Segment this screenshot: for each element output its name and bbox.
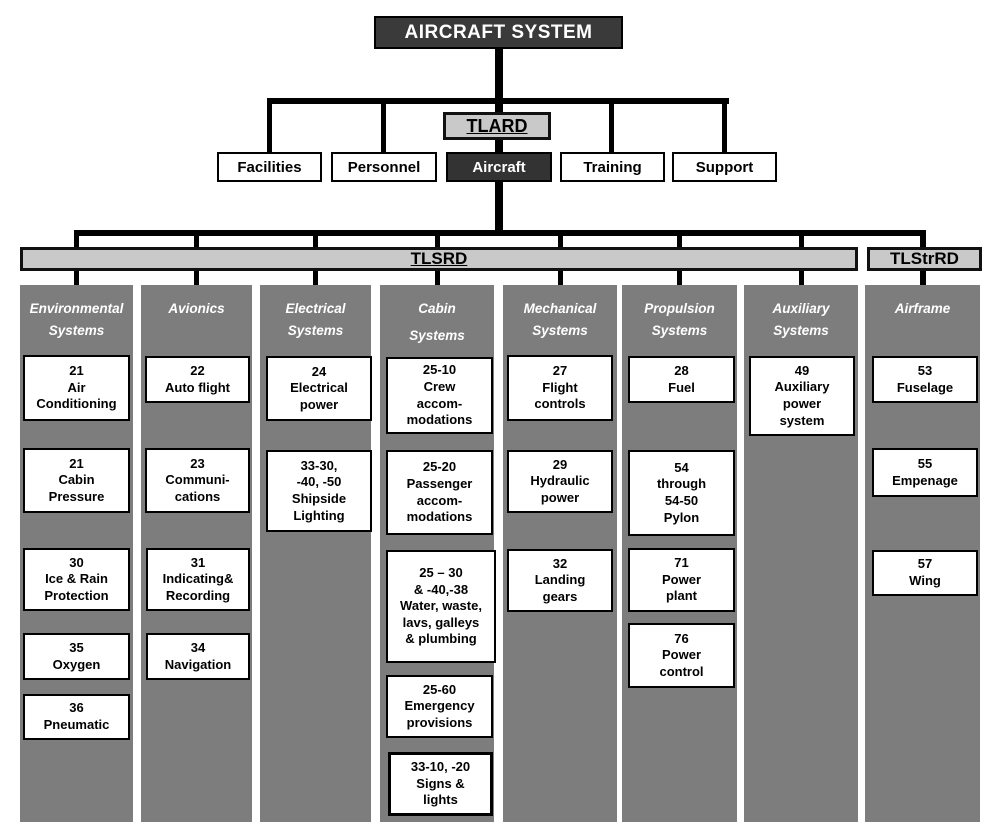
system-node-76-power-control: 76 Power control — [628, 623, 735, 688]
connector-line — [74, 236, 79, 247]
root-node-aircraft-system: AIRCRAFT SYSTEM — [374, 16, 623, 49]
system-node-53-fuselage: 53 Fuselage — [872, 356, 978, 403]
connector-line — [799, 236, 804, 247]
column-header: Auxiliary Systems — [772, 301, 830, 338]
connector-line — [313, 271, 318, 285]
column-header: Airframe — [894, 301, 951, 316]
connector-line — [558, 271, 563, 285]
connector-line — [558, 236, 563, 247]
system-node-49-auxiliary-power-system: 49 Auxiliary power system — [749, 356, 855, 436]
tlard-node: TLARD — [443, 112, 551, 140]
connector-line — [74, 230, 926, 236]
system-node-33-shipside-lighting: 33-30, -40, -50 Shipside Lighting — [266, 450, 372, 532]
column-header: Propulsion Systems — [644, 301, 715, 338]
connector-line — [722, 104, 727, 152]
connector-line — [267, 104, 272, 152]
column-header: Avionics — [168, 301, 225, 316]
connector-line — [495, 140, 503, 152]
connector-line — [435, 236, 440, 247]
system-node-29-hydraulic-power: 29 Hydraulic power — [507, 450, 613, 513]
system-node-57-wing: 57 Wing — [872, 550, 978, 596]
level2-node-facilities: Facilities — [217, 152, 322, 182]
connector-line — [609, 104, 614, 152]
system-node-30-ice-rain-protection: 30 Ice & Rain Protection — [23, 548, 130, 611]
connector-line — [677, 236, 682, 247]
system-node-27-flight-controls: 27 Flight controls — [507, 355, 613, 421]
connector-line — [313, 236, 318, 247]
connector-line — [74, 271, 79, 285]
system-node-54-pylon: 54 through 54-50 Pylon — [628, 450, 735, 536]
connector-line — [495, 48, 503, 112]
level2-node-aircraft: Aircraft — [446, 152, 552, 182]
connector-line — [495, 182, 503, 230]
connector-line — [799, 271, 804, 285]
system-node-21-air-conditioning: 21 Air Conditioning — [23, 355, 130, 421]
system-node-25-60-emergency-provisions: 25-60 Emergency provisions — [386, 675, 493, 738]
column-header: Electrical Systems — [285, 301, 346, 338]
column-header: Environmental Systems — [29, 301, 124, 338]
connector-line — [194, 236, 199, 247]
system-node-25-30-water-waste: 25 – 30 & -40,-38 Water, waste, lavs, ga… — [386, 550, 496, 663]
level2-node-personnel: Personnel — [331, 152, 437, 182]
system-node-55-empenage: 55 Empenage — [872, 448, 978, 497]
connector-line — [920, 271, 926, 285]
system-node-32-landing-gears: 32 Landing gears — [507, 549, 613, 612]
tlstrrd-node: TLStrRD — [867, 247, 982, 271]
system-node-71-power-plant: 71 Power plant — [628, 548, 735, 612]
connector-line — [194, 271, 199, 285]
system-node-25-10-crew-accommodations: 25-10 Crew accom- modations — [386, 357, 493, 434]
system-node-21-cabin-pressure: 21 Cabin Pressure — [23, 448, 130, 513]
system-node-36-pneumatic: 36 Pneumatic — [23, 694, 130, 740]
connector-line — [267, 98, 729, 104]
column-header: Mechanical Systems — [523, 301, 597, 338]
system-node-33-10-signs-lights: 33-10, -20 Signs & lights — [388, 752, 493, 816]
connector-line — [381, 104, 386, 152]
system-node-25-20-passenger-accommodations: 25-20 Passenger accom- modations — [386, 450, 493, 535]
connector-line — [920, 236, 926, 247]
connector-line — [677, 271, 682, 285]
connector-line — [435, 271, 440, 285]
system-node-23-communications: 23 Communi- cations — [145, 448, 250, 513]
system-node-28-fuel: 28 Fuel — [628, 356, 735, 403]
level2-node-support: Support — [672, 152, 777, 182]
tlsrd-bar: TLSRD — [20, 247, 858, 271]
system-node-34-navigation: 34 Navigation — [146, 633, 250, 680]
system-node-24-electrical-power: 24 Electrical power — [266, 356, 372, 421]
system-node-31-indicating-recording: 31 Indicating& Recording — [146, 548, 250, 611]
level2-node-training: Training — [560, 152, 665, 182]
system-node-22-auto-flight: 22 Auto flight — [145, 356, 250, 403]
column-header: Cabin Systems — [409, 301, 465, 343]
system-node-35-oxygen: 35 Oxygen — [23, 633, 130, 680]
